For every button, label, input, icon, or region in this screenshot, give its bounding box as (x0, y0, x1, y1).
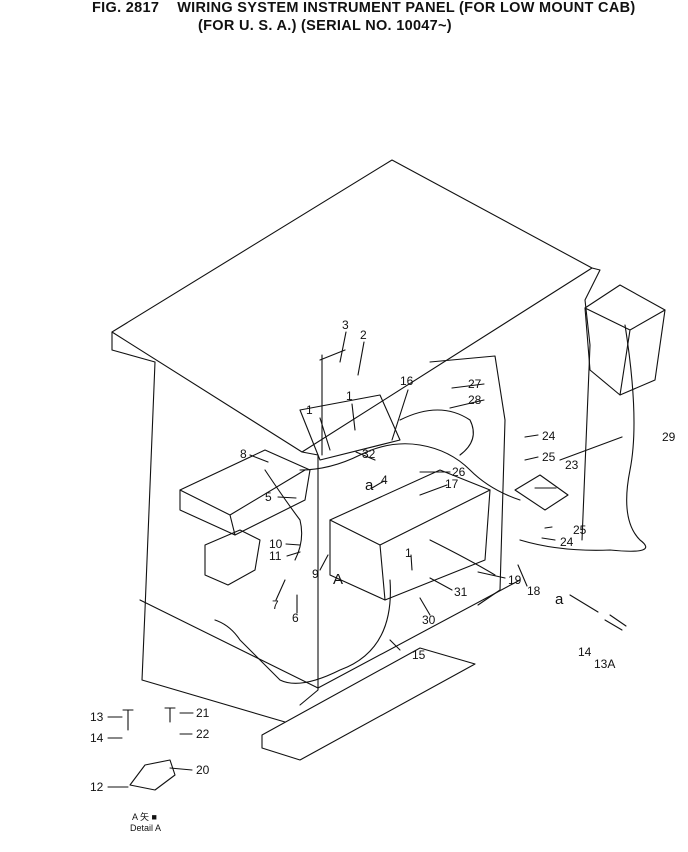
callout-24-b: 24 (560, 535, 574, 549)
callout-17: 17 (445, 477, 459, 491)
callout-1-b: 1 (346, 389, 353, 403)
callout-27: 27 (468, 377, 482, 391)
callout-21: 21 (196, 706, 210, 720)
lower-box (204, 529, 261, 586)
plate-23 (514, 474, 569, 511)
callout-3: 3 (342, 318, 349, 332)
callout-4: 4 (381, 473, 388, 487)
cab-roof-edge (111, 331, 156, 363)
figure-subtitle: (FOR U. S. A.) (SERIAL NO. 10047~) (198, 18, 452, 34)
callout-31: 31 (454, 585, 468, 599)
callout-2: 2 (360, 328, 367, 342)
callout-1-c: 1 (405, 546, 412, 560)
callout-16: 16 (400, 374, 414, 388)
cab-floor-line (139, 579, 521, 689)
callout-26: 26 (452, 465, 466, 479)
bolt-13a (604, 614, 627, 631)
cab-front-edge (299, 451, 319, 706)
callout-11: 11 (269, 549, 282, 563)
callout-18: 18 (527, 584, 541, 598)
callout-14-a: 14 (578, 645, 592, 659)
callout-5: 5 (265, 490, 272, 504)
callout-7: 7 (272, 598, 279, 612)
callout-23: 23 (565, 458, 579, 472)
harness-left (264, 469, 303, 561)
left-console-top (179, 469, 306, 536)
detail-caption-line2: Detail A (130, 823, 161, 833)
detail-bolt-13 (122, 709, 134, 731)
callout-6: 6 (292, 611, 299, 625)
callout-29: 29 (662, 430, 676, 444)
callout-12: 12 (90, 780, 104, 794)
callout-19: 19 (508, 573, 522, 587)
callout-1-a: 1 (306, 403, 313, 417)
callout-a-1: a (365, 477, 374, 494)
harness-lower (429, 539, 496, 576)
upper-bracket (299, 394, 401, 461)
callout-32: 32 (362, 447, 376, 461)
figure-number: FIG. 2817 (92, 0, 160, 16)
instrument-panel-top (329, 489, 491, 601)
rear-panel-right (429, 355, 506, 606)
battery-box (584, 284, 666, 396)
callout-24-a: 24 (542, 429, 556, 443)
callout-A: A (333, 571, 343, 588)
floor-plate (261, 647, 476, 761)
callout-14-b: 14 (90, 731, 104, 745)
battery-top (584, 307, 666, 396)
callout-9: 9 (312, 567, 319, 581)
callout-15: 15 (412, 648, 426, 662)
callout-13A: 13A (594, 657, 615, 671)
callout-30: 30 (422, 613, 436, 627)
callout-22: 22 (196, 727, 210, 741)
callout-25-a: 25 (542, 450, 556, 464)
callout-20: 20 (196, 763, 210, 777)
harness-29 (519, 324, 647, 552)
instrument-panel (329, 469, 491, 601)
leader-lines (107, 331, 623, 788)
callout-a-2: a (555, 591, 564, 608)
detail-clamp (129, 759, 176, 791)
harness-main (299, 443, 521, 501)
harness-15 (214, 579, 391, 684)
callout-28: 28 (468, 393, 482, 407)
detail-caption-line1: A 矢 ■ (132, 811, 157, 822)
rear-panel (319, 349, 346, 456)
harness-upper (399, 409, 474, 456)
callout-8: 8 (240, 447, 247, 461)
callout-13: 13 (90, 710, 104, 724)
callout-10: 10 (269, 537, 283, 551)
figure-title: FIG. 2817 WIRING SYSTEM INSTRUMENT PANEL … (92, 0, 636, 16)
callout-25-b: 25 (573, 523, 587, 537)
figure-title-text: WIRING SYSTEM INSTRUMENT PANEL (FOR LOW … (177, 0, 636, 16)
cab-right-wall (581, 267, 601, 541)
cab-left-wall (141, 361, 286, 723)
detail-bolt-21 (164, 707, 176, 723)
left-console (179, 449, 311, 536)
